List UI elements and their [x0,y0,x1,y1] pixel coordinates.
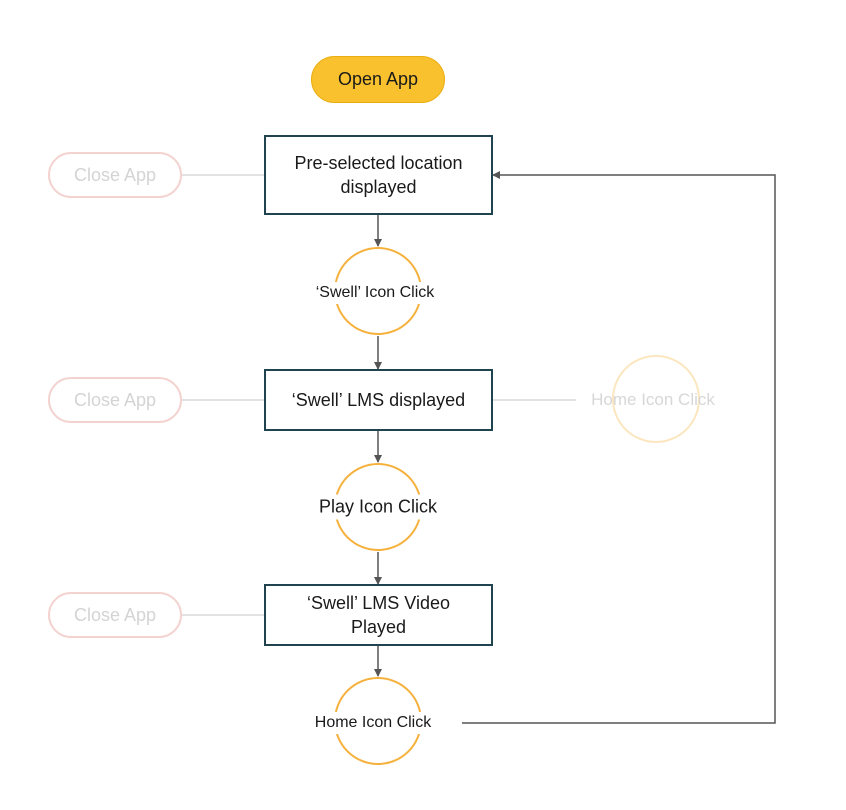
swell-icon-click-action[interactable]: ‘Swell’ Icon Click [312,282,438,304]
home-icon-click-action[interactable]: Home Icon Click [311,712,435,734]
swell-lms-step[interactable]: ‘Swell’ LMS displayed [264,369,493,431]
swell-video-step[interactable]: ‘Swell’ LMS Video Played [264,584,493,646]
step-label: Pre-selected location displayed [294,153,463,197]
home-icon-click-faded-action: Home Icon Click [591,390,715,409]
step-label: ‘Swell’ LMS displayed [291,390,466,410]
close-app-node[interactable]: Close App [48,152,182,198]
close-app-node[interactable]: Close App [48,377,182,423]
open-app-node[interactable]: Open App [311,56,445,103]
step-label: ‘Swell’ LMS Video Played [306,593,451,637]
preselected-location-step[interactable]: Pre-selected location displayed [264,135,493,215]
close-app-node[interactable]: Close App [48,592,182,638]
loop-back-arrow [462,171,776,724]
play-icon-click-action[interactable]: Play Icon Click [315,494,441,520]
home-click-faded-circle [612,355,700,443]
